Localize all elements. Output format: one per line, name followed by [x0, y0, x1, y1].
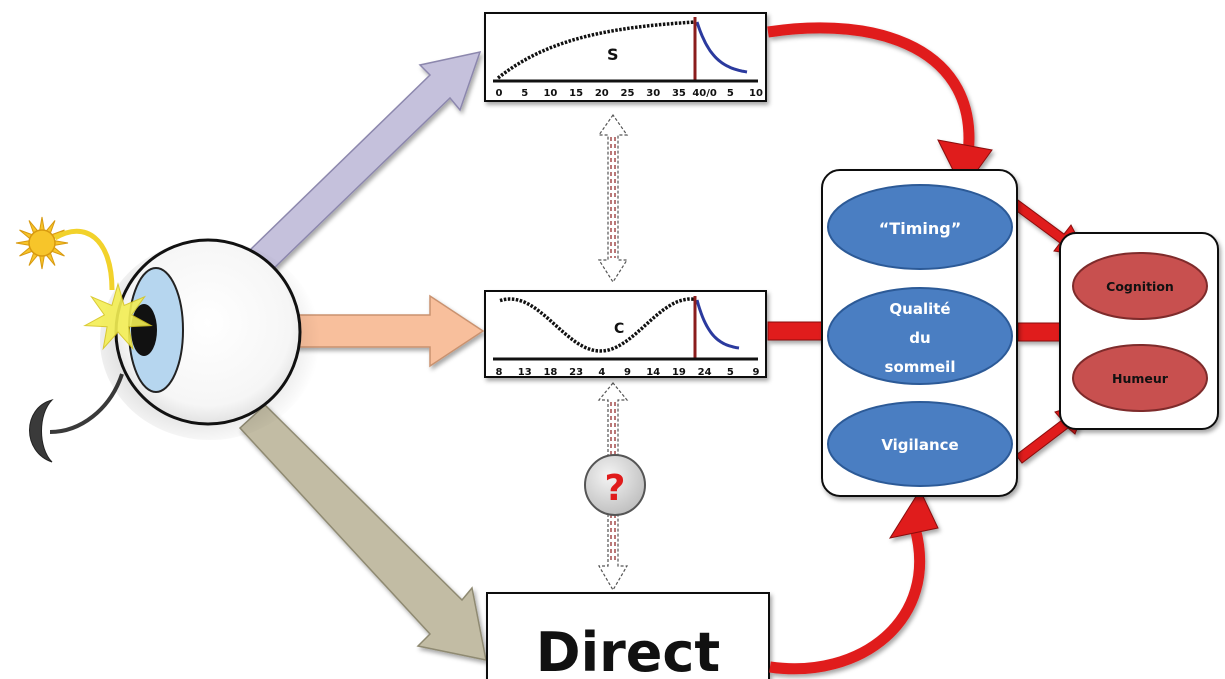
c-tick-label: 4 [598, 367, 605, 378]
c-tick-label: 19 [672, 367, 686, 378]
c-tick-label: 13 [518, 367, 532, 378]
s-tick-label: 10 [749, 88, 763, 99]
c-tick-label: 23 [569, 367, 583, 378]
c-tick-label: 5 [727, 367, 734, 378]
c-tick-label: 9 [753, 367, 760, 378]
effect-quality-line3: sommeil [885, 358, 956, 376]
s-tick-label: 0 [496, 88, 503, 99]
process-c-chart: C 8 13 18 23 4 9 14 19 24 5 9 [484, 290, 767, 378]
sun-icon [15, 216, 115, 291]
curved-arrow-s-to-effects [767, 22, 993, 191]
outcome-cognition-label: Cognition [1106, 279, 1174, 294]
s-tick-label: 40/0 [692, 88, 717, 99]
s-tick-label: 20 [595, 88, 609, 99]
s-tick-label: 5 [521, 88, 528, 99]
s-tick-label: 25 [621, 88, 635, 99]
moon-icon [29, 373, 124, 463]
process-c-label: C [614, 321, 624, 337]
effects-panel: “Timing” Qualité du sommeil Vigilance [821, 169, 1018, 497]
process-s-chart: S 0 5 10 15 20 25 30 35 40/0 5 10 [484, 12, 767, 102]
s-tick-label: 30 [646, 88, 660, 99]
effect-vigilance-label: Vigilance [881, 436, 958, 454]
s-tick-label: 15 [569, 88, 583, 99]
c-tick-label: 24 [698, 367, 712, 378]
arrow-to-direct [238, 403, 487, 661]
c-tick-label: 8 [496, 367, 503, 378]
c-tick-label: 18 [543, 367, 557, 378]
outcome-humeur-label: Humeur [1112, 371, 1169, 386]
s-tick-label: 5 [727, 88, 734, 99]
question-mark-badge: ? [584, 454, 646, 516]
s-tick-label: 10 [543, 88, 557, 99]
direct-label: Direct [536, 621, 720, 679]
effect-quality-line2: du [909, 329, 930, 347]
effect-timing-label: “Timing” [879, 219, 961, 238]
curved-arrow-direct-to-effects [769, 488, 939, 675]
direct-box: Direct [486, 592, 770, 679]
effect-quality-line1: Qualité [889, 300, 950, 318]
c-tick-label: 14 [646, 367, 660, 378]
arrow-to-process-s [248, 50, 482, 274]
process-s-label: S [607, 45, 619, 64]
outcomes-panel: Cognition Humeur [1059, 232, 1219, 430]
s-c-interaction-arrow [597, 113, 629, 284]
c-tick-label: 9 [624, 367, 631, 378]
question-mark: ? [605, 468, 626, 509]
eye-icon [83, 238, 320, 440]
s-tick-label: 35 [672, 88, 686, 99]
